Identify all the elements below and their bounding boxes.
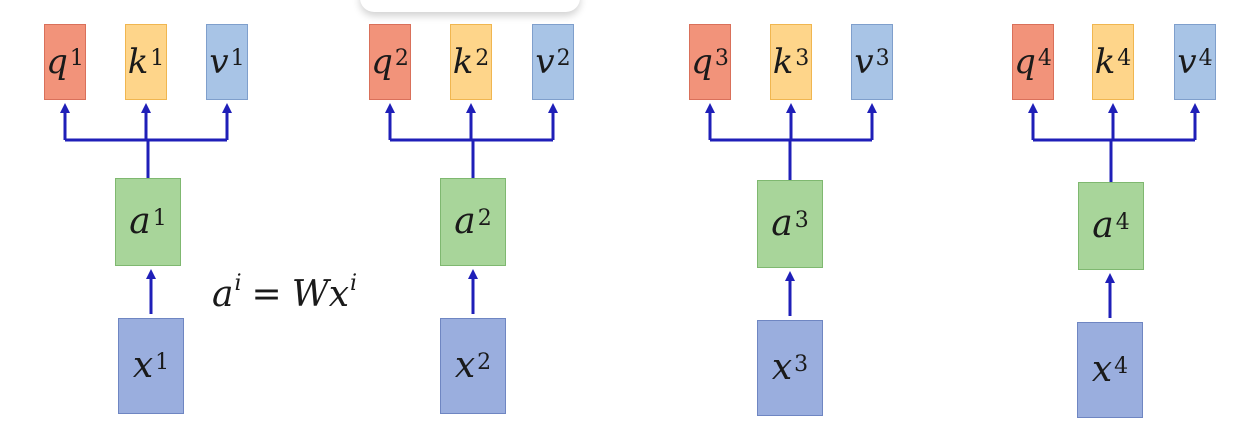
a2-node-superscript: 2 [477,205,492,231]
formula-rhs-w: W [291,274,329,315]
v1-node-superscript: 1 [230,45,245,71]
x3-node-symbol: x [771,347,793,388]
v4-node-symbol: v [1177,42,1197,82]
q2-node-symbol: q [371,42,393,82]
k1-node-superscript: 1 [150,45,165,71]
q1-node-superscript: 1 [69,45,84,71]
q1-node-symbol: q [46,42,68,82]
formula-lhs-sup: i [234,271,242,296]
a4-node-symbol: a [1092,205,1114,246]
overlay-tab-shadow [360,0,580,12]
v2-node-symbol: v [535,42,555,82]
a1-node-superscript: 1 [152,205,167,231]
q4-node-superscript: 4 [1037,45,1052,71]
q3-node-superscript: 3 [714,45,729,71]
a1-node-symbol: a [129,201,151,242]
x1-node-superscript: 1 [155,349,170,375]
x3-node-superscript: 3 [794,351,809,377]
a3-node-symbol: a [771,203,793,244]
x2-node-superscript: 2 [477,349,492,375]
formula-lhs: a [212,274,234,315]
k2-node-symbol: k [452,42,474,82]
k4-node-superscript: 4 [1117,45,1132,71]
k3-node-superscript: 3 [795,45,810,71]
k3-node-symbol: k [772,42,794,82]
formula-equals: = [251,274,282,315]
x1-node-symbol: x [132,345,154,386]
x4-node-symbol: x [1091,349,1113,390]
k4-node-symbol: k [1094,42,1116,82]
x4-node-superscript: 4 [1114,353,1129,379]
v2-node-superscript: 2 [556,45,571,71]
a3-node-superscript: 3 [794,207,809,233]
v3-node-symbol: v [854,42,874,82]
v4-node-superscript: 4 [1198,45,1213,71]
q4-node-symbol: q [1014,42,1036,82]
a4-node-superscript: 4 [1115,209,1130,235]
k1-node-symbol: k [127,42,149,82]
x2-node-symbol: x [454,345,476,386]
a2-node-symbol: a [454,201,476,242]
v3-node-superscript: 3 [875,45,890,71]
formula-a-equals-w-x: ai=Wxi [212,271,358,315]
q2-node-superscript: 2 [394,45,409,71]
formula-rhs-sup: i [350,271,358,296]
k2-node-superscript: 2 [475,45,490,71]
v1-node-symbol: v [209,42,229,82]
q3-node-symbol: q [691,42,713,82]
formula-rhs-x: x [328,274,350,315]
